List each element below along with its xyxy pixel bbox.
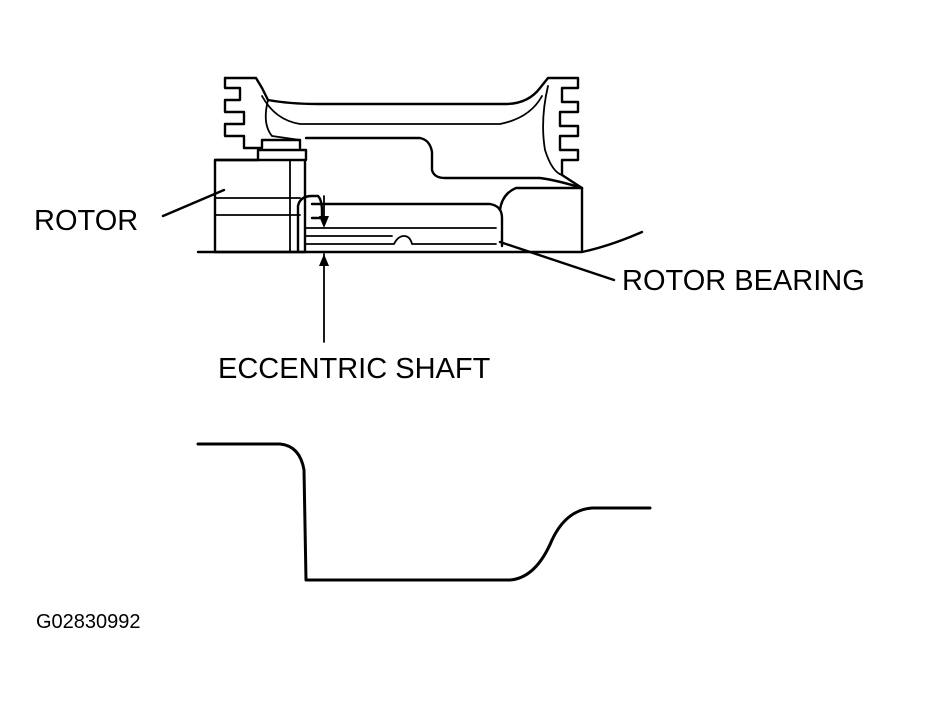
housing-inner-right — [542, 85, 563, 176]
rotor-leader-line — [161, 188, 226, 218]
bearing-oil-groove — [305, 235, 497, 245]
rotor-housing-section — [196, 76, 644, 254]
housing-inner-contour-2 — [264, 99, 301, 141]
label-rotor: ROTOR — [34, 205, 138, 237]
bearing-journal — [310, 202, 504, 248]
label-eccentric-shaft: ECCENTRIC SHAFT — [218, 353, 491, 385]
rotor-block — [213, 158, 307, 254]
rotor-top-step — [213, 148, 308, 162]
section-base-line — [196, 230, 644, 254]
figure-code: G02830992 — [36, 611, 141, 633]
housing-step — [304, 136, 584, 190]
clearance-indicator — [319, 195, 329, 343]
clearance-arrow-down-head — [319, 216, 329, 228]
rotor-right-part — [498, 186, 584, 252]
housing-inner-contour — [261, 95, 543, 125]
housing-left-grooves — [223, 76, 302, 150]
rotor-housing-outline — [223, 76, 584, 190]
bearing-outer — [296, 194, 324, 254]
rotor-bearing-leader-line — [498, 240, 616, 282]
clearance-arrow-up-head — [319, 254, 329, 266]
bearing-profile-curve — [196, 442, 652, 582]
label-rotor-bearing: ROTOR BEARING — [622, 265, 865, 297]
